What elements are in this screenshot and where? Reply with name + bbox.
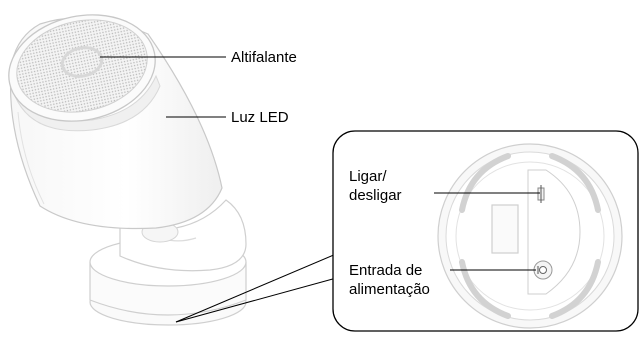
speaker-label: Altifalante bbox=[231, 49, 297, 66]
bottom-view-inset bbox=[332, 130, 639, 332]
power-switch-label-line2: desligar bbox=[349, 187, 402, 204]
device-illustration bbox=[8, 14, 247, 326]
base-recess bbox=[491, 204, 519, 254]
power-switch bbox=[537, 185, 545, 203]
speaker-grille bbox=[8, 14, 156, 122]
zoom-line-upper bbox=[175, 253, 337, 323]
led-label: Luz LED bbox=[231, 109, 289, 126]
power-input-port bbox=[533, 260, 553, 280]
zoom-line-lower bbox=[175, 276, 341, 323]
power-input-label-line1: Entrada de bbox=[349, 262, 423, 279]
callout-lines bbox=[100, 56, 341, 323]
power-switch-label-line1: Ligar/ bbox=[349, 168, 387, 185]
power-input-label-line2: alimentação bbox=[349, 281, 430, 298]
